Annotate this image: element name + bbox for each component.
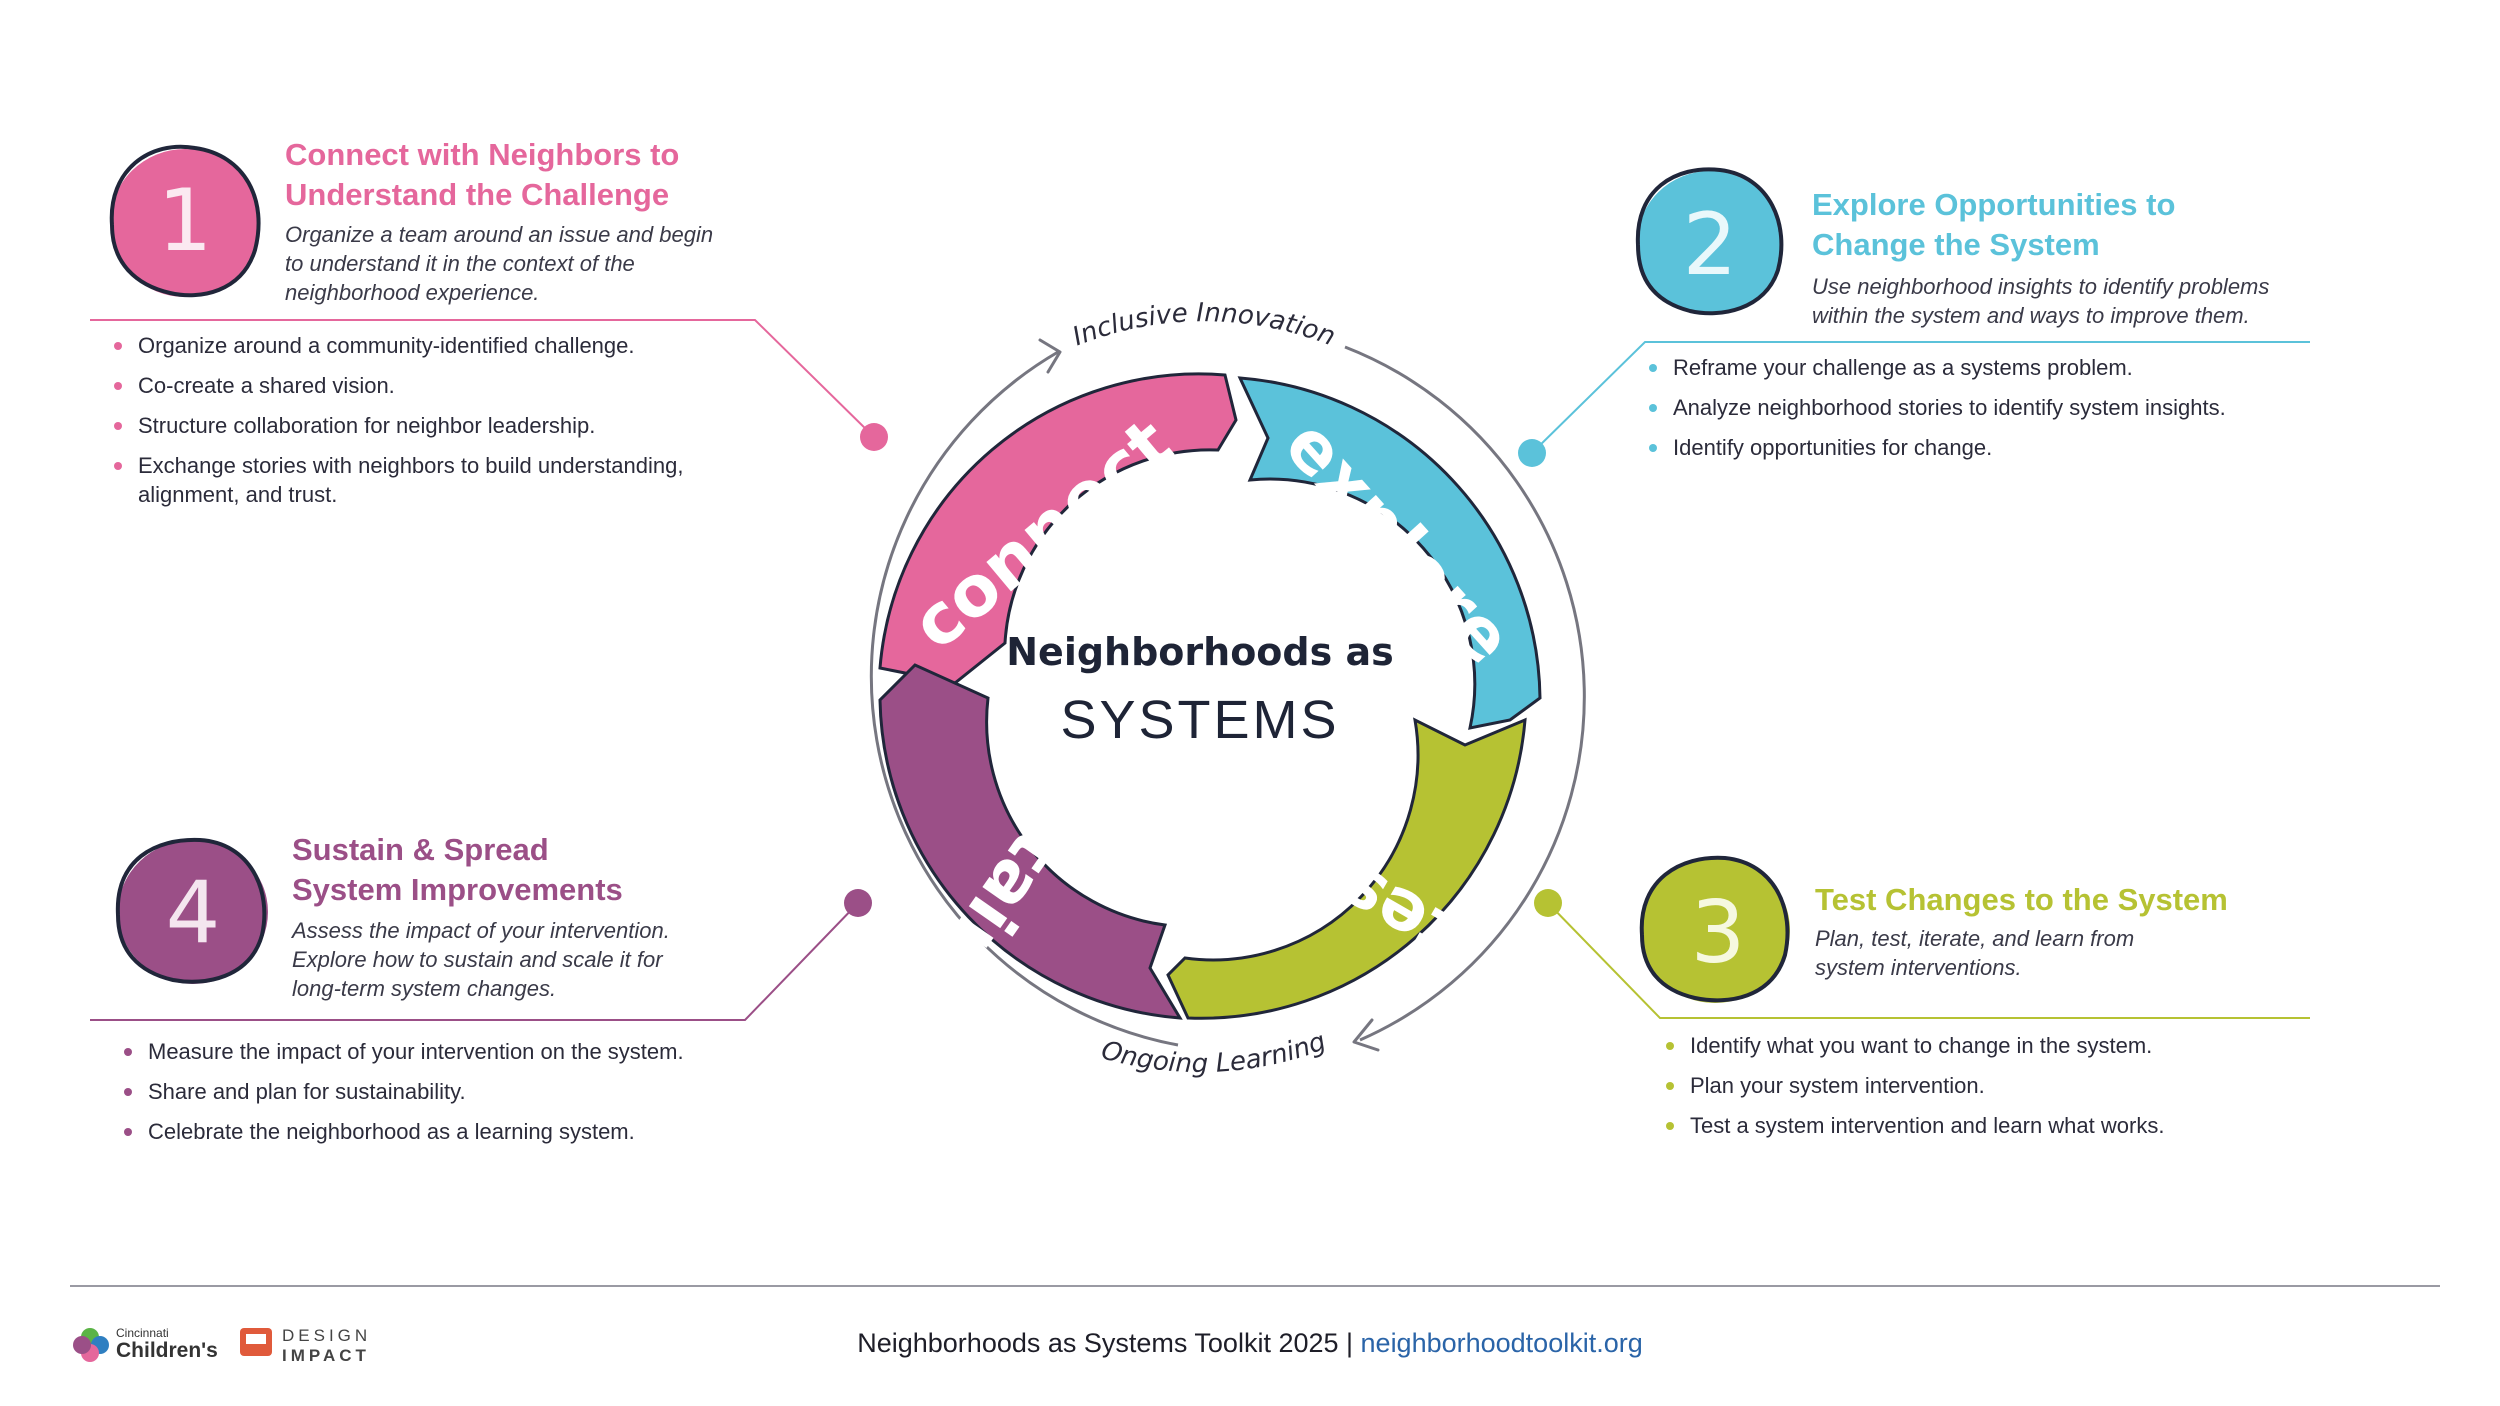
list-item: Celebrate the neighborhood as a learning… [120, 1117, 800, 1146]
step-3-title: Test Changes to the System [1815, 880, 2228, 920]
step-4-description-line3: long-term system changes. [292, 976, 557, 1001]
center-title-line2: SYSTEMS [1060, 690, 1339, 750]
svg-text:Children's: Children's [116, 1339, 218, 1362]
list-item: Identify what you want to change in the … [1662, 1031, 2322, 1060]
step-badge-2: 2 [1635, 167, 1784, 316]
list-item: Share and plan for sustainability. [120, 1077, 800, 1106]
list-item: Test a system intervention and learn wha… [1662, 1111, 2322, 1140]
step-3-title-line1: Test Changes to the System [1815, 882, 2228, 917]
step-1-description: Organize a team around an issue and begi… [285, 220, 713, 307]
step-2-title-line1: Explore Opportunities to [1812, 187, 2176, 222]
footer-credit: Neighborhoods as Systems Toolkit 2025 | [857, 1328, 1361, 1358]
step-4-title-line1: Sustain & Spread [292, 832, 549, 867]
segment-connect [878, 372, 1238, 685]
step-4-description: Assess the impact of your intervention. … [292, 916, 670, 1003]
connector-dot-4 [844, 889, 872, 917]
step-4-description-line2: Explore how to sustain and scale it for [292, 947, 663, 972]
arrow-head-bottom [1352, 1018, 1380, 1052]
step-4-description-line1: Assess the impact of your intervention. [292, 918, 670, 943]
step-3-bullets: Identify what you want to change in the … [1662, 1031, 2322, 1151]
step-3-description-line1: Plan, test, iterate, and learn from [1815, 926, 2135, 951]
inclusive-innovation-label: Inclusive Innovation [1069, 298, 1340, 352]
list-item: Co-create a shared vision. [110, 371, 790, 400]
svg-text:1: 1 [158, 171, 213, 271]
step-badge-1: 1 [109, 144, 261, 298]
outer-arc-left [869, 350, 1179, 1047]
connector-dot-3 [1534, 889, 1562, 917]
list-item: Structure collaboration for neighbor lea… [110, 411, 790, 440]
step-1-title-line2: Understand the Challenge [285, 177, 670, 212]
outer-arc-right [1344, 345, 1586, 1042]
list-item: Measure the impact of your intervention … [120, 1037, 800, 1066]
footer-link[interactable]: neighborhoodtoolkit.org [1360, 1328, 1643, 1358]
step-2-title-line2: Change the System [1812, 227, 2100, 262]
design-impact-logo: DESIGN IMPACT [240, 1326, 371, 1365]
footer-text: Neighborhoods as Systems Toolkit 2025 | … [0, 1328, 2500, 1359]
step-1-description-line3: neighborhood experience. [285, 280, 540, 305]
step-badge-3: 3 [1639, 855, 1790, 1003]
list-item: Organize around a community-identified c… [110, 331, 790, 360]
list-item: Plan your system intervention. [1662, 1071, 2322, 1100]
step-1-title-line1: Connect with Neighbors to [285, 137, 680, 172]
connector-1 [90, 319, 875, 438]
list-item: Reframe your challenge as a systems prob… [1645, 353, 2325, 382]
segment-explore [1237, 376, 1542, 730]
list-item: Exchange stories with neighbors to build… [110, 451, 790, 509]
step-4-bullets: Measure the impact of your intervention … [120, 1037, 800, 1157]
step-3-description-line2: system interventions. [1815, 955, 2022, 980]
step-2-description-line2: within the system and ways to improve th… [1812, 303, 2250, 328]
cincinnati-childrens-logo: Cincinnati Children's [73, 1326, 218, 1362]
arrow-head-top [1038, 338, 1062, 374]
step-1-description-line1: Organize a team around an issue and begi… [285, 222, 714, 247]
connector-dot-1 [860, 423, 888, 451]
svg-text:DESIGN: DESIGN [282, 1326, 371, 1345]
connector-3 [1547, 902, 2310, 1019]
step-badge-4: 4 [115, 837, 268, 984]
step-4-title: Sustain & Spread System Improvements [292, 830, 623, 910]
svg-text:3: 3 [1691, 883, 1746, 983]
step-1-bullets: Organize around a community-identified c… [110, 331, 790, 520]
step-1-description-line2: to understand it in the context of the [285, 251, 635, 276]
svg-text:IMPACT: IMPACT [282, 1346, 370, 1365]
step-2-title: Explore Opportunities to Change the Syst… [1812, 185, 2175, 265]
list-item: Analyze neighborhood stories to identify… [1645, 393, 2325, 422]
footer-divider [70, 1285, 2440, 1287]
step-2-description: Use neighborhood insights to identify pr… [1812, 272, 2269, 330]
step-2-bullets: Reframe your challenge as a systems prob… [1645, 353, 2325, 473]
step-2-description-line1: Use neighborhood insights to identify pr… [1812, 274, 2270, 299]
step-3-description: Plan, test, iterate, and learn from syst… [1815, 924, 2134, 982]
connector-4 [90, 902, 859, 1021]
segment-sustain [878, 663, 1183, 1020]
list-item: Identify opportunities for change. [1645, 433, 2325, 462]
step-1-title: Connect with Neighbors to Understand the… [285, 135, 679, 215]
center-title-line1: Neighborhoods as [1006, 630, 1393, 674]
segment-test [1166, 717, 1527, 1020]
connector-dot-2 [1518, 439, 1546, 467]
svg-text:4: 4 [166, 863, 221, 963]
svg-text:Cincinnati: Cincinnati [116, 1326, 169, 1340]
step-4-title-line2: System Improvements [292, 872, 623, 907]
svg-text:2: 2 [1683, 195, 1738, 295]
connector-2 [1531, 341, 2310, 454]
